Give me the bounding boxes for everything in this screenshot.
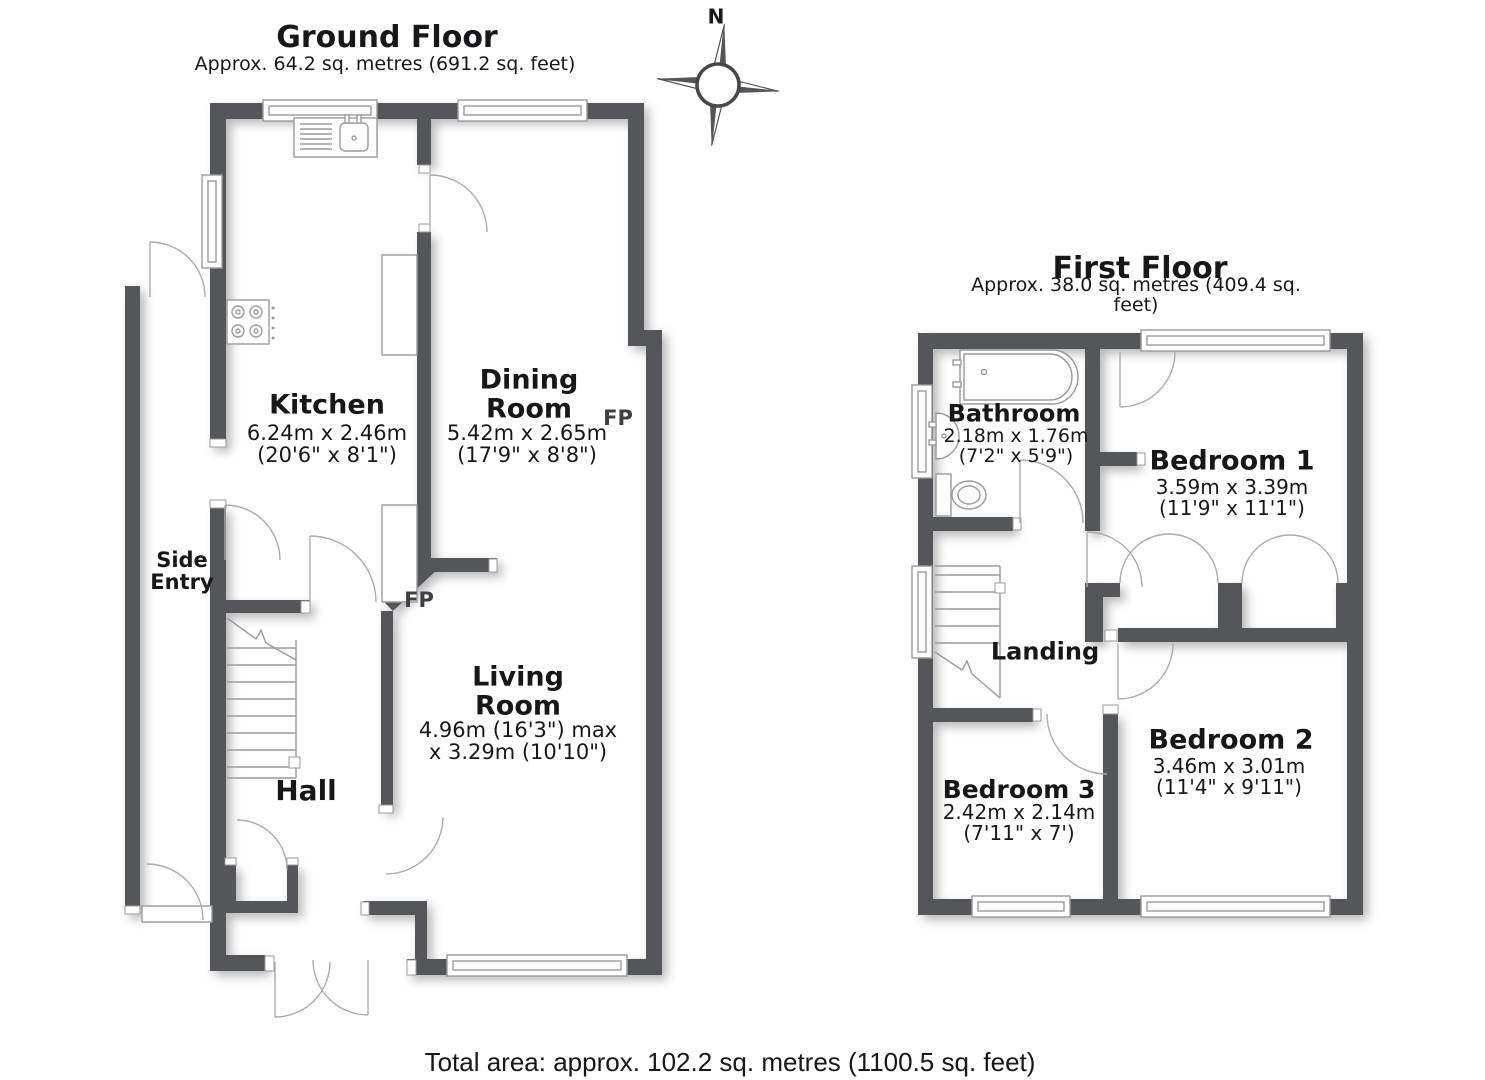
ground-floor-doors <box>141 174 488 1018</box>
kitchen-label: Kitchen <box>269 389 385 421</box>
wash-basin <box>928 412 960 460</box>
first-floor-doors <box>1019 351 1339 775</box>
first-floor-subtitle: Approx. 38.0 sq. metres (409.4 sq. feet) <box>971 273 1301 316</box>
dining-room-dimensions: 5.42m x 2.65m (17'9" x 8'8") <box>446 420 608 467</box>
kitchen-units <box>381 254 418 603</box>
dining-room-label: Dining Room <box>479 364 579 424</box>
landing-label: Landing <box>990 637 1100 666</box>
toilet <box>935 473 987 517</box>
bedroom3-label: Bedroom 3 <box>942 774 1096 804</box>
bedroom2-label: Bedroom 2 <box>1148 724 1314 756</box>
ground-floor-subtitle: Approx. 64.2 sq. metres (691.2 sq. feet) <box>194 52 576 75</box>
compass-rose <box>657 24 779 146</box>
bathtub <box>952 349 1079 405</box>
ground-floor-windows <box>201 99 628 977</box>
living-room-dimensions: 4.96m (16'3") max x 3.29m (10'10") <box>418 717 618 764</box>
side-entry-label: Side Entry <box>150 547 214 594</box>
compass-north-label: N <box>707 4 725 29</box>
bedroom2-dimensions: 3.46m x 3.01m (11'4" x 9'11") <box>1152 753 1306 799</box>
ground-floor-plan <box>124 99 662 1018</box>
total-area-label: Total area: approx. 102.2 sq. metres (11… <box>424 1047 1036 1078</box>
bedroom3-dimensions: 2.42m x 2.14m (7'11" x 7') <box>942 799 1096 845</box>
living-room-label: Living Room <box>472 661 564 721</box>
bedroom1-dimensions: 3.59m x 3.39m (11'9" x 11'1") <box>1155 474 1309 520</box>
ground-floor-title: Ground Floor <box>276 20 498 56</box>
fireplace-label-living: FP <box>404 587 434 612</box>
bedroom1-label: Bedroom 1 <box>1149 445 1315 477</box>
kitchen-dimensions: 6.24m x 2.46m (20'6" x 8'1") <box>246 420 408 467</box>
first-floor-windows <box>911 329 1331 918</box>
fireplace-label-dining: FP <box>603 405 633 430</box>
ground-floor-stairs <box>226 617 301 779</box>
first-floor-stairs <box>934 565 1006 699</box>
bathroom-dimensions: 2.18m x 1.76m (7'2" x 5'9") <box>943 424 1089 467</box>
hall-label: Hall <box>275 774 337 808</box>
first-floor-title: First Floor <box>1052 251 1228 287</box>
kitchen-hob <box>226 299 275 345</box>
kitchen-sink <box>293 114 378 158</box>
bathroom-label: Bathroom <box>947 399 1081 428</box>
first-floor-plan <box>911 329 1363 918</box>
